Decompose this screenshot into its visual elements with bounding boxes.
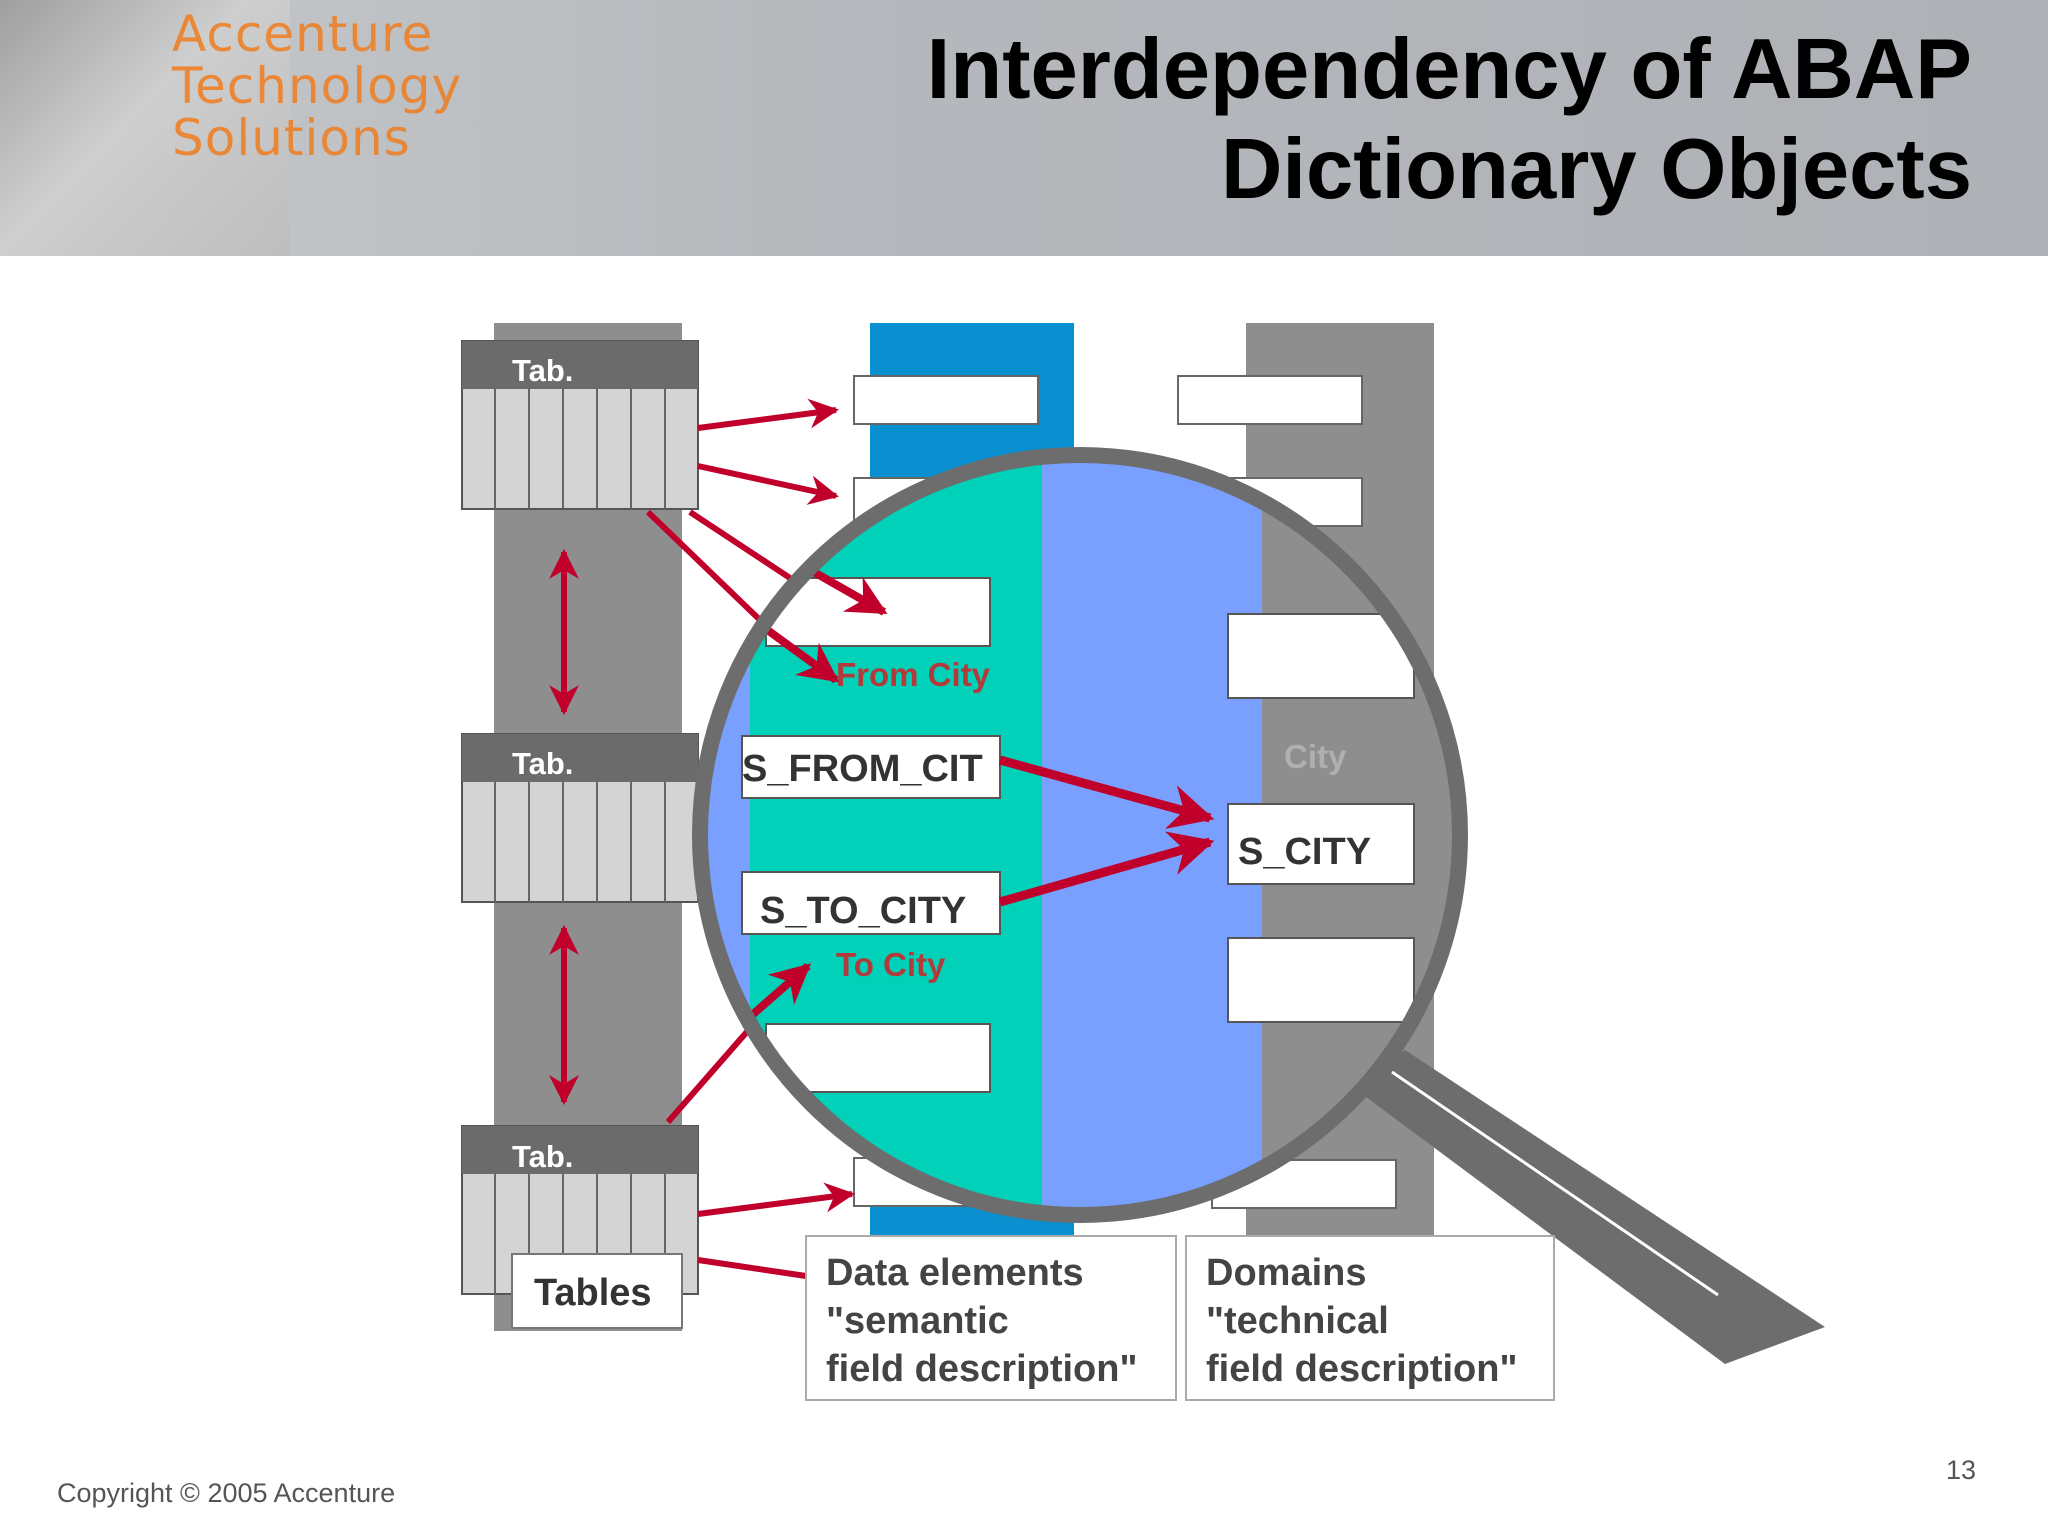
domains-caption-line-3: field description" <box>1206 1348 1518 1390</box>
title-line-1: Interdependency of ABAP <box>926 22 1972 117</box>
data-elements-caption-line-2: "semantic <box>826 1300 1009 1342</box>
table-3-header: Tab. <box>512 1139 573 1174</box>
arrow-table1-to-element2 <box>697 463 839 505</box>
domains-caption-line-2: "technical <box>1206 1300 1389 1342</box>
slide-header: Accenture Technology Solutions Interdepe… <box>0 0 2048 256</box>
svg-text:Data elements "semantic: Data elements "semantic field descriptio… <box>826 1252 1138 1390</box>
table-1-header: Tab. <box>512 353 573 388</box>
s-city-label: S_CITY <box>1238 831 1371 873</box>
to-city-label: To City <box>836 946 946 983</box>
logo-line-3: Solutions <box>172 109 411 167</box>
zoom-domain-box-bottom <box>1227 937 1415 1023</box>
page-number: 13 <box>1946 1455 1977 1485</box>
magnifier-rim <box>692 447 1468 1223</box>
tables-caption-connector <box>697 1257 807 1279</box>
logo-line-2: Technology <box>172 57 463 115</box>
zoom-data-element-box-bottom <box>765 1023 991 1093</box>
tables-label: Tables <box>534 1272 652 1314</box>
domain-box-1 <box>1177 375 1363 425</box>
data-element-box-1 <box>853 375 1039 425</box>
zoom-domain-box-top <box>1227 613 1415 699</box>
magnifier-handle-highlight <box>1391 1070 1719 1297</box>
copyright-text: Copyright © 2005 Accenture <box>57 1478 396 1508</box>
s-to-city-label: S_TO_CITY <box>760 890 966 932</box>
accenture-logo: Accenture Technology Solutions <box>172 8 462 164</box>
from-city-label: From City <box>836 656 991 693</box>
data-elements-caption-line-3: field description" <box>826 1348 1138 1390</box>
domains-caption-line-1: Domains <box>1206 1252 1366 1294</box>
tables-label-box <box>511 1253 683 1329</box>
city-domain-text: City <box>1284 738 1347 775</box>
table-2: Tab. <box>461 733 699 903</box>
logo-line-1: Accenture <box>172 5 434 63</box>
data-elements-caption-box <box>805 1235 1177 1401</box>
table-1: Tab. <box>461 340 699 510</box>
s-city-box <box>1227 803 1415 885</box>
arrow-to-city-to-s-city <box>998 831 1215 907</box>
arrow-table1-to-element1 <box>697 398 839 431</box>
title-line-2: Dictionary Objects <box>1220 122 1972 217</box>
domains-caption-box <box>1185 1235 1555 1401</box>
arrow-table1-to-element3 <box>688 509 792 581</box>
magnifier-lens: From City S_FROM_CIT S_TO_CITY To City C… <box>700 455 1460 1215</box>
svg-text:Domains "technical fie: Domains "technical field description" <box>1206 1252 1518 1390</box>
arrow-table3-to-element-last <box>697 1182 855 1217</box>
s-to-city-box <box>741 871 1001 935</box>
arrow-table1-into-lens <box>645 509 763 623</box>
arrow-from-cit-to-s-city <box>998 755 1215 829</box>
s-from-cit-label: S_FROM_CIT <box>742 748 983 790</box>
arrow-table3-into-lens <box>665 1024 755 1124</box>
s-from-cit-box <box>741 735 1001 799</box>
data-elements-caption-line-1: Data elements <box>826 1252 1084 1294</box>
header-photo <box>0 0 290 256</box>
slide-title: Interdependency of ABAP Dictionary Objec… <box>927 20 1972 220</box>
table-2-header: Tab. <box>512 746 573 781</box>
